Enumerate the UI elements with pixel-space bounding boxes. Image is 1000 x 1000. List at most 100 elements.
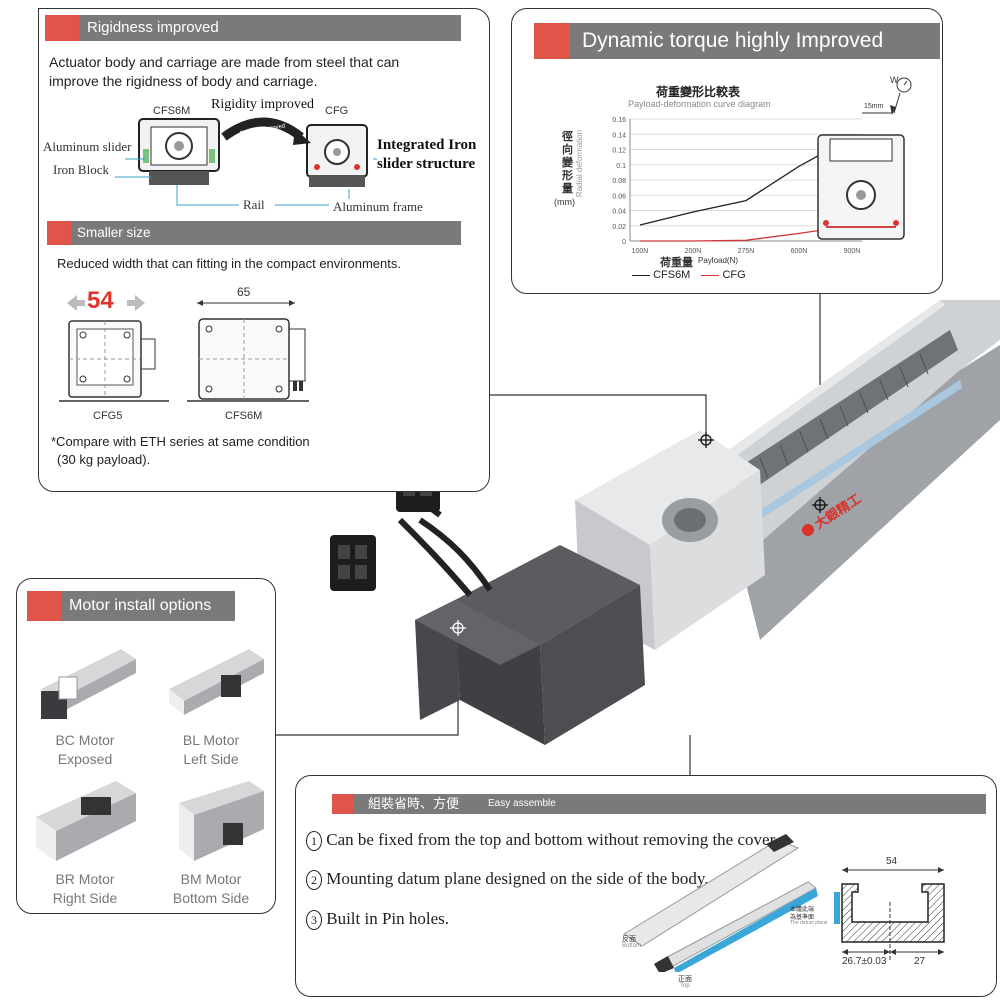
x-tick-label: 900N: [844, 248, 861, 255]
x-tick-label: 600N: [791, 248, 808, 255]
motor-option-bc-line2: Exposed: [57, 751, 113, 767]
label-datum-zh-1: 本體此端: [790, 907, 815, 913]
header-accent: [27, 591, 61, 621]
motor-option-bm-image: [179, 781, 264, 861]
y-tick-label: 0.14: [612, 132, 626, 139]
item-number: 2: [306, 870, 322, 890]
load-test-schematic: [817, 77, 912, 240]
label-rail: Rail: [243, 197, 265, 212]
motor-title: Motor install options: [69, 597, 212, 614]
series-line-cfs6m: [639, 136, 853, 226]
item-number: 3: [306, 910, 322, 930]
label-integrated-2: slider structure: [377, 156, 476, 172]
dim-right: 27: [914, 956, 926, 967]
assemble-title-en: Easy assemble: [488, 798, 556, 809]
label-datum-en: The datum plane: [790, 920, 828, 926]
header-accent: [45, 15, 79, 41]
assemble-title-zh: 組裝省時、方便: [368, 796, 460, 811]
legend-cfg-swatch: [701, 274, 720, 276]
width-value-cfg5: 54: [87, 287, 114, 314]
rigidity-diagram: Rigidity improved: [115, 117, 377, 206]
legend-cfs6m-swatch: [632, 274, 650, 276]
y-tick-label: 0.02: [612, 224, 626, 231]
label-cfg-top: CFG: [325, 105, 349, 117]
assemble-item-3: 3 Built in Pin holes.: [306, 909, 449, 930]
x-tick-label: 100N: [632, 248, 649, 255]
item-number: 1: [306, 831, 322, 851]
dim-width: 54: [886, 856, 898, 867]
x-tick-label: 200N: [685, 248, 702, 255]
x-tick-label: 275N: [738, 248, 755, 255]
smaller-header: Smaller size: [47, 221, 461, 245]
y-tick-label: 0.04: [612, 209, 626, 216]
chart-title-zh: 荷重變形比較表: [656, 85, 741, 99]
motor-option-br-line1: BR Motor: [55, 871, 115, 887]
legend-cfg-label: CFG: [722, 269, 746, 281]
smaller-description: Reduced width that can fitting in the co…: [57, 256, 401, 271]
y-tick-label: 0.08: [612, 178, 626, 185]
y-axis-label-zh: 徑向變形量: [562, 131, 573, 195]
cross-section-drawing: [834, 867, 945, 962]
label-cfs6m-bottom: CFS6M: [225, 410, 263, 422]
label-datum-zh-2: 為基準面: [790, 915, 815, 921]
motor-option-bm-line1: BM Motor: [180, 871, 242, 887]
item-text: Mounting datum plane designed on the sid…: [326, 869, 709, 888]
x-axis-label-zh: 荷重量: [660, 257, 693, 269]
motor-option-bl-line1: BL Motor: [182, 732, 240, 748]
label-cfg5: CFG5: [93, 410, 123, 422]
chart-subtitle: Payload-deformation curve diagram: [628, 99, 771, 109]
load-label-w: W: [890, 75, 899, 85]
legend-cfs6m-label: CFS6M: [653, 269, 691, 281]
assemble-rails-image: [623, 834, 818, 972]
header-accent: [332, 794, 354, 814]
label-aluminum-frame: Aluminum frame: [333, 199, 423, 214]
motor-header: Motor install options: [27, 591, 235, 621]
y-tick-label: 0.16: [612, 117, 626, 124]
label-bottom-en: Bottom: [622, 943, 642, 949]
label-aluminum-slider: Aluminum slider: [43, 139, 132, 154]
motor-option-br-image: [36, 781, 136, 861]
rigidity-panel: Rigidness improved Actuator body and car…: [38, 8, 490, 492]
y-axis-label-unit: (mm): [554, 197, 575, 207]
y-tick-label: 0: [622, 239, 626, 246]
item-text: Built in Pin holes.: [326, 909, 450, 928]
item-text: Can be fixed from the top and bottom wit…: [326, 830, 779, 849]
motor-option-br-line2: Right Side: [52, 890, 118, 906]
assemble-item-1: 1 Can be fixed from the top and bottom w…: [306, 830, 779, 851]
label-bottom-zh: 反面: [622, 936, 636, 943]
rigidity-description-1: Actuator body and carriage are made from…: [49, 54, 400, 70]
y-tick-label: 0.06: [612, 193, 626, 200]
x-axis-label-en: Payload(N): [698, 256, 739, 265]
rigidity-description-2: improve the rigidness of body and carria…: [49, 73, 318, 89]
label-rigidity-improved: Rigidity improved: [211, 97, 315, 112]
assemble-item-2: 2 Mounting datum plane designed on the s…: [306, 869, 709, 890]
width-value-cfs6m: 65: [237, 285, 251, 299]
motor-option-bl-image: [169, 649, 264, 715]
torque-title: Dynamic torque highly Improved: [582, 29, 884, 52]
header-accent: [47, 221, 71, 245]
series-line-cfg: [640, 225, 853, 242]
size-comparison-diagram: [59, 295, 309, 402]
rigidity-title: Rigidness improved: [87, 19, 219, 36]
y-tick-label: 0.12: [612, 148, 626, 155]
smaller-title: Smaller size: [77, 225, 151, 240]
rigidity-header: Rigidness improved: [45, 15, 461, 41]
label-top-en: Top: [680, 983, 690, 989]
dim-left: 26.7±0.03: [842, 956, 887, 967]
motor-option-bm-line2: Bottom Side: [172, 890, 250, 906]
assemble-panel: 組裝省時、方便 Easy assemble 1 Can be fixed fro…: [295, 775, 997, 997]
label-top-zh: 正面: [678, 976, 692, 983]
load-dim-label: 15mm: [864, 103, 884, 110]
compare-note-2: (30 kg payload).: [57, 452, 151, 467]
assemble-header: 組裝省時、方便 Easy assemble: [332, 794, 986, 814]
label-iron-block: Iron Block: [53, 162, 109, 177]
header-accent: [534, 23, 570, 59]
y-tick-label: 0.1: [616, 163, 626, 170]
motor-option-bl-line2: Left Side: [183, 751, 239, 767]
label-integrated-1: Integrated Iron: [377, 137, 477, 153]
payload-deformation-chart: 0 0.02 0.04 0.06 0.08 0.1 0.12 0.14 0.16 100N 200N…: [612, 117, 862, 255]
motor-option-bc-line1: BC Motor: [55, 732, 115, 748]
torque-panel: Dynamic torque highly Improved 荷重變形比較表 P…: [511, 8, 943, 294]
chart-legend: CFS6M CFG: [632, 269, 746, 281]
